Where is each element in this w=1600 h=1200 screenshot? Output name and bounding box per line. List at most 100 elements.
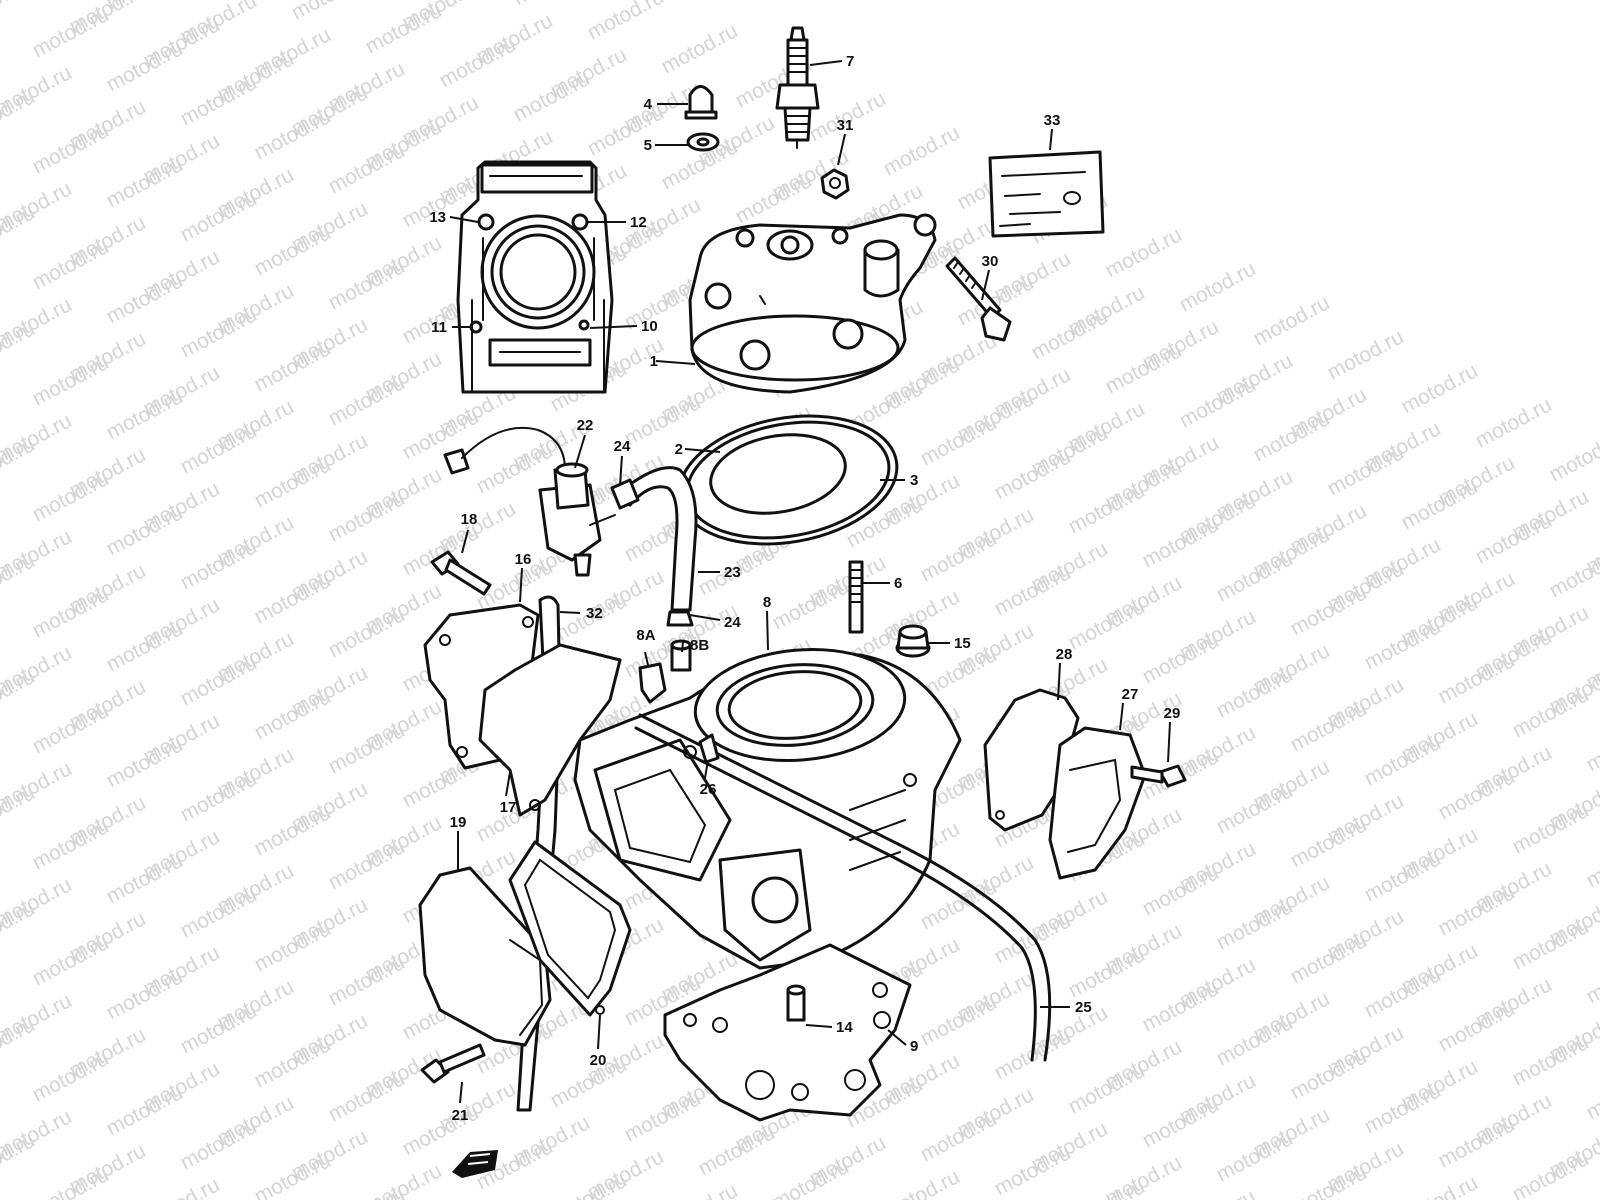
vacuum-hose bbox=[610, 466, 698, 627]
watermark-text: motod.ru bbox=[0, 27, 2, 86]
callout-32: 32 bbox=[586, 605, 603, 622]
callout-25: 25 bbox=[1075, 999, 1092, 1016]
watermark-text: motod.ru bbox=[251, 105, 335, 164]
callout-29: 29 bbox=[1164, 705, 1181, 722]
watermark-text: motod.ru bbox=[29, 3, 113, 62]
watermark-text: motod.ru bbox=[177, 1115, 261, 1174]
watermark-text: motod.ru bbox=[1065, 1059, 1149, 1118]
watermark-text: motod.ru bbox=[1250, 291, 1334, 350]
watermark-text: motod.ru bbox=[1361, 847, 1445, 906]
watermark-text: motod.ru bbox=[251, 453, 335, 512]
watermark-text: motod.ru bbox=[1583, 1181, 1600, 1200]
drain-hose bbox=[634, 713, 1052, 1062]
watermark-text: motod.ru bbox=[29, 351, 113, 410]
watermark-text: motod.ru bbox=[1287, 929, 1371, 988]
watermark-text: motod.ru bbox=[1065, 595, 1149, 654]
plug-cap bbox=[684, 85, 718, 120]
watermark-text: motod.ru bbox=[1176, 1185, 1260, 1200]
watermark-text: motod.ru bbox=[362, 1159, 446, 1200]
watermark-text: motod.ru bbox=[1139, 513, 1223, 572]
watermark-text: motod.ru bbox=[103, 849, 187, 908]
watermark-text: motod.ru bbox=[1213, 663, 1297, 722]
watermark-text: motod.ru bbox=[1028, 305, 1112, 364]
watermark-text: motod.ru bbox=[103, 385, 187, 444]
cylinder bbox=[573, 647, 962, 970]
watermark-text: motod.ru bbox=[177, 303, 261, 362]
watermark-text: motod.ru bbox=[510, 0, 594, 10]
watermark-text: motod.ru bbox=[1102, 339, 1186, 398]
washer bbox=[686, 132, 720, 152]
cylinder-head bbox=[688, 213, 937, 394]
watermark-text: motod.ru bbox=[917, 875, 1001, 934]
watermark-text: motod.ru bbox=[140, 1173, 224, 1200]
caution-label bbox=[988, 150, 1105, 238]
watermark-text: motod.ru bbox=[325, 951, 409, 1010]
watermark-text: motod.ru bbox=[325, 371, 409, 430]
front-arrow-icon bbox=[452, 1150, 498, 1178]
callout-10: 10 bbox=[641, 318, 658, 335]
watermark-text: motod.ru bbox=[1287, 813, 1371, 872]
watermark-text: motod.ru bbox=[251, 569, 335, 628]
watermark-text: motod.ru bbox=[1435, 765, 1519, 824]
watermark-text: motod.ru bbox=[325, 719, 409, 778]
watermark-text: motod.ru bbox=[1287, 581, 1371, 640]
watermark-text: motod.ru bbox=[1361, 1079, 1445, 1138]
watermark-text: motod.ru bbox=[769, 575, 853, 634]
watermark-text: motod.ru bbox=[658, 1179, 742, 1200]
callout-3: 3 bbox=[910, 472, 918, 489]
watermark-text: motod.ru bbox=[0, 259, 2, 318]
exhaust-cover-gasket bbox=[508, 840, 632, 1017]
callout-1: 1 bbox=[650, 353, 658, 370]
watermark-text: motod.ru bbox=[695, 1121, 779, 1180]
watermark-text: motod.ru bbox=[1583, 949, 1600, 1008]
watermark-text: motod.ru bbox=[1324, 441, 1408, 500]
watermark-text: motod.ru bbox=[1287, 697, 1371, 756]
watermark-text: motod.ru bbox=[0, 839, 2, 898]
watermark-text: motod.ru bbox=[1435, 997, 1519, 1056]
watermark-text: motod.ru bbox=[1176, 257, 1260, 316]
watermark-text: motod.ru bbox=[917, 991, 1001, 1050]
callout-13: 13 bbox=[429, 209, 446, 226]
callout-7: 7 bbox=[846, 53, 854, 70]
watermark-text: motod.ru bbox=[1398, 475, 1482, 534]
coolant-pipe bbox=[638, 639, 692, 704]
watermark-text: motod.ru bbox=[29, 235, 113, 294]
watermark-text: motod.ru bbox=[1139, 977, 1223, 1036]
watermark-text: motod.ru bbox=[510, 67, 594, 126]
head-bolt bbox=[945, 256, 1012, 342]
watermark-text: motod.ru bbox=[1546, 427, 1600, 486]
callout-14: 14 bbox=[836, 1019, 853, 1036]
watermark-text: motod.ru bbox=[0, 607, 2, 666]
watermark-text: motod.ru bbox=[991, 561, 1075, 620]
watermark-text: motod.ru bbox=[436, 33, 520, 92]
watermark-text: motod.ru bbox=[1250, 407, 1334, 466]
watermark-text: motod.ru bbox=[0, 0, 39, 28]
watermark-text: motod.ru bbox=[29, 1163, 113, 1200]
watermark-text: motod.ru bbox=[288, 0, 372, 24]
callout-28: 28 bbox=[1056, 646, 1073, 663]
callout-6: 6 bbox=[894, 575, 902, 592]
callout-22: 22 bbox=[577, 417, 594, 434]
cover-gasket bbox=[478, 643, 622, 817]
watermark-text: motod.ru bbox=[29, 931, 113, 990]
watermark-text: motod.ru bbox=[917, 411, 1001, 470]
watermark-text: motod.ru bbox=[103, 37, 187, 96]
watermark-text: motod.ru bbox=[917, 527, 1001, 586]
watermark-text: motod.ru bbox=[177, 419, 261, 478]
callout-27: 27 bbox=[1122, 686, 1139, 703]
watermark-text: motod.ru bbox=[1213, 895, 1297, 954]
watermark-text: motod.ru bbox=[1472, 509, 1556, 568]
watermark-text: motod.ru bbox=[251, 801, 335, 860]
cylinder-head-top-view bbox=[456, 160, 614, 394]
watermark-text: motod.ru bbox=[362, 0, 446, 58]
watermark-text: motod.ru bbox=[325, 1067, 409, 1126]
watermark-text: motod.ru bbox=[0, 723, 2, 782]
callout-21: 21 bbox=[452, 1107, 469, 1124]
watermark-text: motod.ru bbox=[0, 143, 2, 202]
watermark-text: motod.ru bbox=[251, 337, 335, 396]
watermark-text: motod.ru bbox=[177, 187, 261, 246]
callout-9: 9 bbox=[910, 1038, 918, 1055]
callout-24b: 24 bbox=[724, 614, 741, 631]
watermark-text: motod.ru bbox=[103, 153, 187, 212]
watermark-text: motod.ru bbox=[177, 999, 261, 1058]
